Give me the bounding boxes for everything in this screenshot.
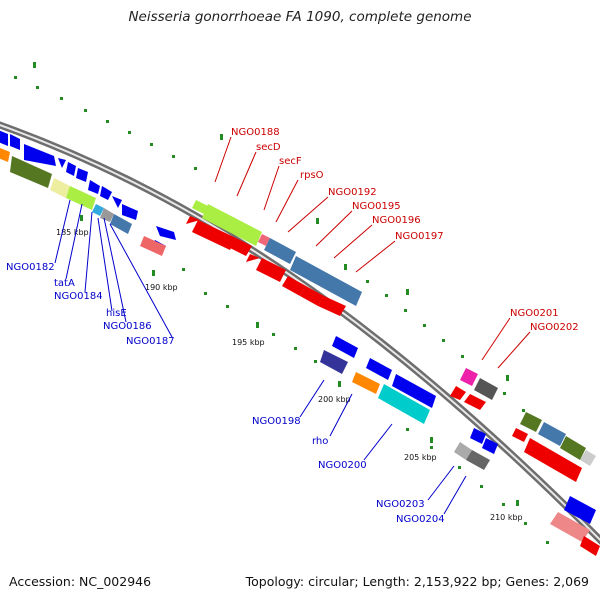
gene-label: NGO0184 <box>54 291 103 302</box>
gene-feature <box>454 442 472 460</box>
gene-feature <box>50 178 70 198</box>
gene-label: NGO0192 <box>328 187 377 198</box>
gene-feature <box>258 234 270 246</box>
gene-feature <box>524 438 582 482</box>
gene-feature <box>192 220 236 250</box>
gene-feature <box>0 148 10 162</box>
gene-feature <box>186 216 200 224</box>
gene-feature <box>378 384 430 424</box>
genome-backbone <box>0 121 600 545</box>
reverse-gene-labels: NGO0188 secD secF rpsO NGO0192 NGO0195 N… <box>231 127 579 333</box>
gene-feature <box>192 200 208 214</box>
gene-feature <box>88 180 100 194</box>
gene-feature <box>538 422 566 446</box>
forward-genes <box>0 130 596 524</box>
gene-feature <box>450 386 466 400</box>
gene-feature <box>76 168 88 182</box>
gene-feature <box>10 156 52 188</box>
gene-feature <box>156 226 176 240</box>
tick-label: 210 kbp <box>490 513 523 522</box>
reverse-genes <box>0 148 600 556</box>
gene-label: NGO0198 <box>252 416 301 427</box>
tick-label: 190 kbp <box>145 283 178 292</box>
gene-feature <box>580 536 600 556</box>
gene-feature <box>320 350 348 374</box>
tick-label: 185 kbp <box>56 228 89 237</box>
gene-feature <box>66 186 96 210</box>
gene-feature <box>100 208 114 222</box>
gene-feature <box>474 378 498 400</box>
gene-label: NGO0188 <box>231 127 280 138</box>
gene-label: NGO0203 <box>376 499 425 510</box>
gene-feature <box>460 368 478 386</box>
gene-feature <box>100 186 112 200</box>
gene-label: rpsO <box>300 170 324 181</box>
gene-feature <box>264 238 296 264</box>
gene-feature <box>92 204 104 216</box>
gene-feature <box>550 512 590 542</box>
gene-label: NGO0187 <box>126 336 175 347</box>
tick-label: 205 kbp <box>404 453 437 462</box>
gene-label: NGO0197 <box>395 231 444 242</box>
gene-feature <box>230 238 252 256</box>
gene-feature <box>110 214 132 234</box>
gene-label: tatA <box>54 278 75 289</box>
gene-label: hisE <box>106 308 127 319</box>
gene-feature <box>122 204 138 220</box>
gene-feature <box>300 286 324 306</box>
gene-feature <box>564 496 596 524</box>
gene-feature <box>332 336 358 358</box>
tick-dots <box>14 62 559 544</box>
gene-feature <box>580 450 596 466</box>
gene-feature <box>246 254 260 262</box>
gene-feature <box>512 428 528 442</box>
gene-feature <box>290 256 362 306</box>
gene-label: NGO0202 <box>530 322 579 333</box>
reverse-leader-lines <box>214 136 531 369</box>
gene-feature <box>66 162 76 176</box>
gene-label: rho <box>312 436 328 447</box>
gene-label: NGO0201 <box>510 308 559 319</box>
gene-feature <box>24 144 56 166</box>
gene-label: NGO0200 <box>318 460 367 471</box>
gene-feature <box>10 134 20 150</box>
tick-label: 200 kbp <box>318 395 351 404</box>
gene-label: NGO0204 <box>396 514 445 525</box>
gene-feature <box>520 412 542 432</box>
tick-label: 195 kbp <box>232 338 265 347</box>
forward-leader-lines <box>54 199 467 515</box>
gene-feature <box>256 258 286 282</box>
gene-feature <box>366 358 392 380</box>
gene-label: secF <box>279 156 302 167</box>
accession-text: Accession: NC_002946 <box>9 574 152 589</box>
map-title: Neisseria gonorrhoeae FA 1090, complete … <box>128 9 472 25</box>
gene-feature <box>466 450 490 470</box>
gene-feature <box>392 374 436 408</box>
gene-feature <box>470 428 486 444</box>
gene-feature <box>202 204 262 246</box>
gene-feature <box>482 438 498 454</box>
gene-label: NGO0186 <box>103 321 152 332</box>
gene-feature <box>560 436 586 460</box>
genome-stats-text: Topology: circular; Length: 2,153,922 bp… <box>245 574 589 589</box>
gene-feature <box>0 130 8 146</box>
gene-label: NGO0196 <box>372 215 421 226</box>
gene-feature <box>352 372 380 394</box>
gene-label: NGO0182 <box>6 262 55 273</box>
gene-feature <box>112 196 122 208</box>
forward-gene-labels: NGO0182 tatA NGO0184 hisE NGO0186 NGO018… <box>6 262 445 525</box>
gene-feature <box>464 394 486 410</box>
gene-feature <box>140 236 166 256</box>
gene-label: NGO0195 <box>352 201 401 212</box>
gene-feature <box>282 276 306 296</box>
gene-feature <box>318 296 346 316</box>
gene-label: secD <box>256 142 281 153</box>
gene-feature <box>58 158 66 168</box>
